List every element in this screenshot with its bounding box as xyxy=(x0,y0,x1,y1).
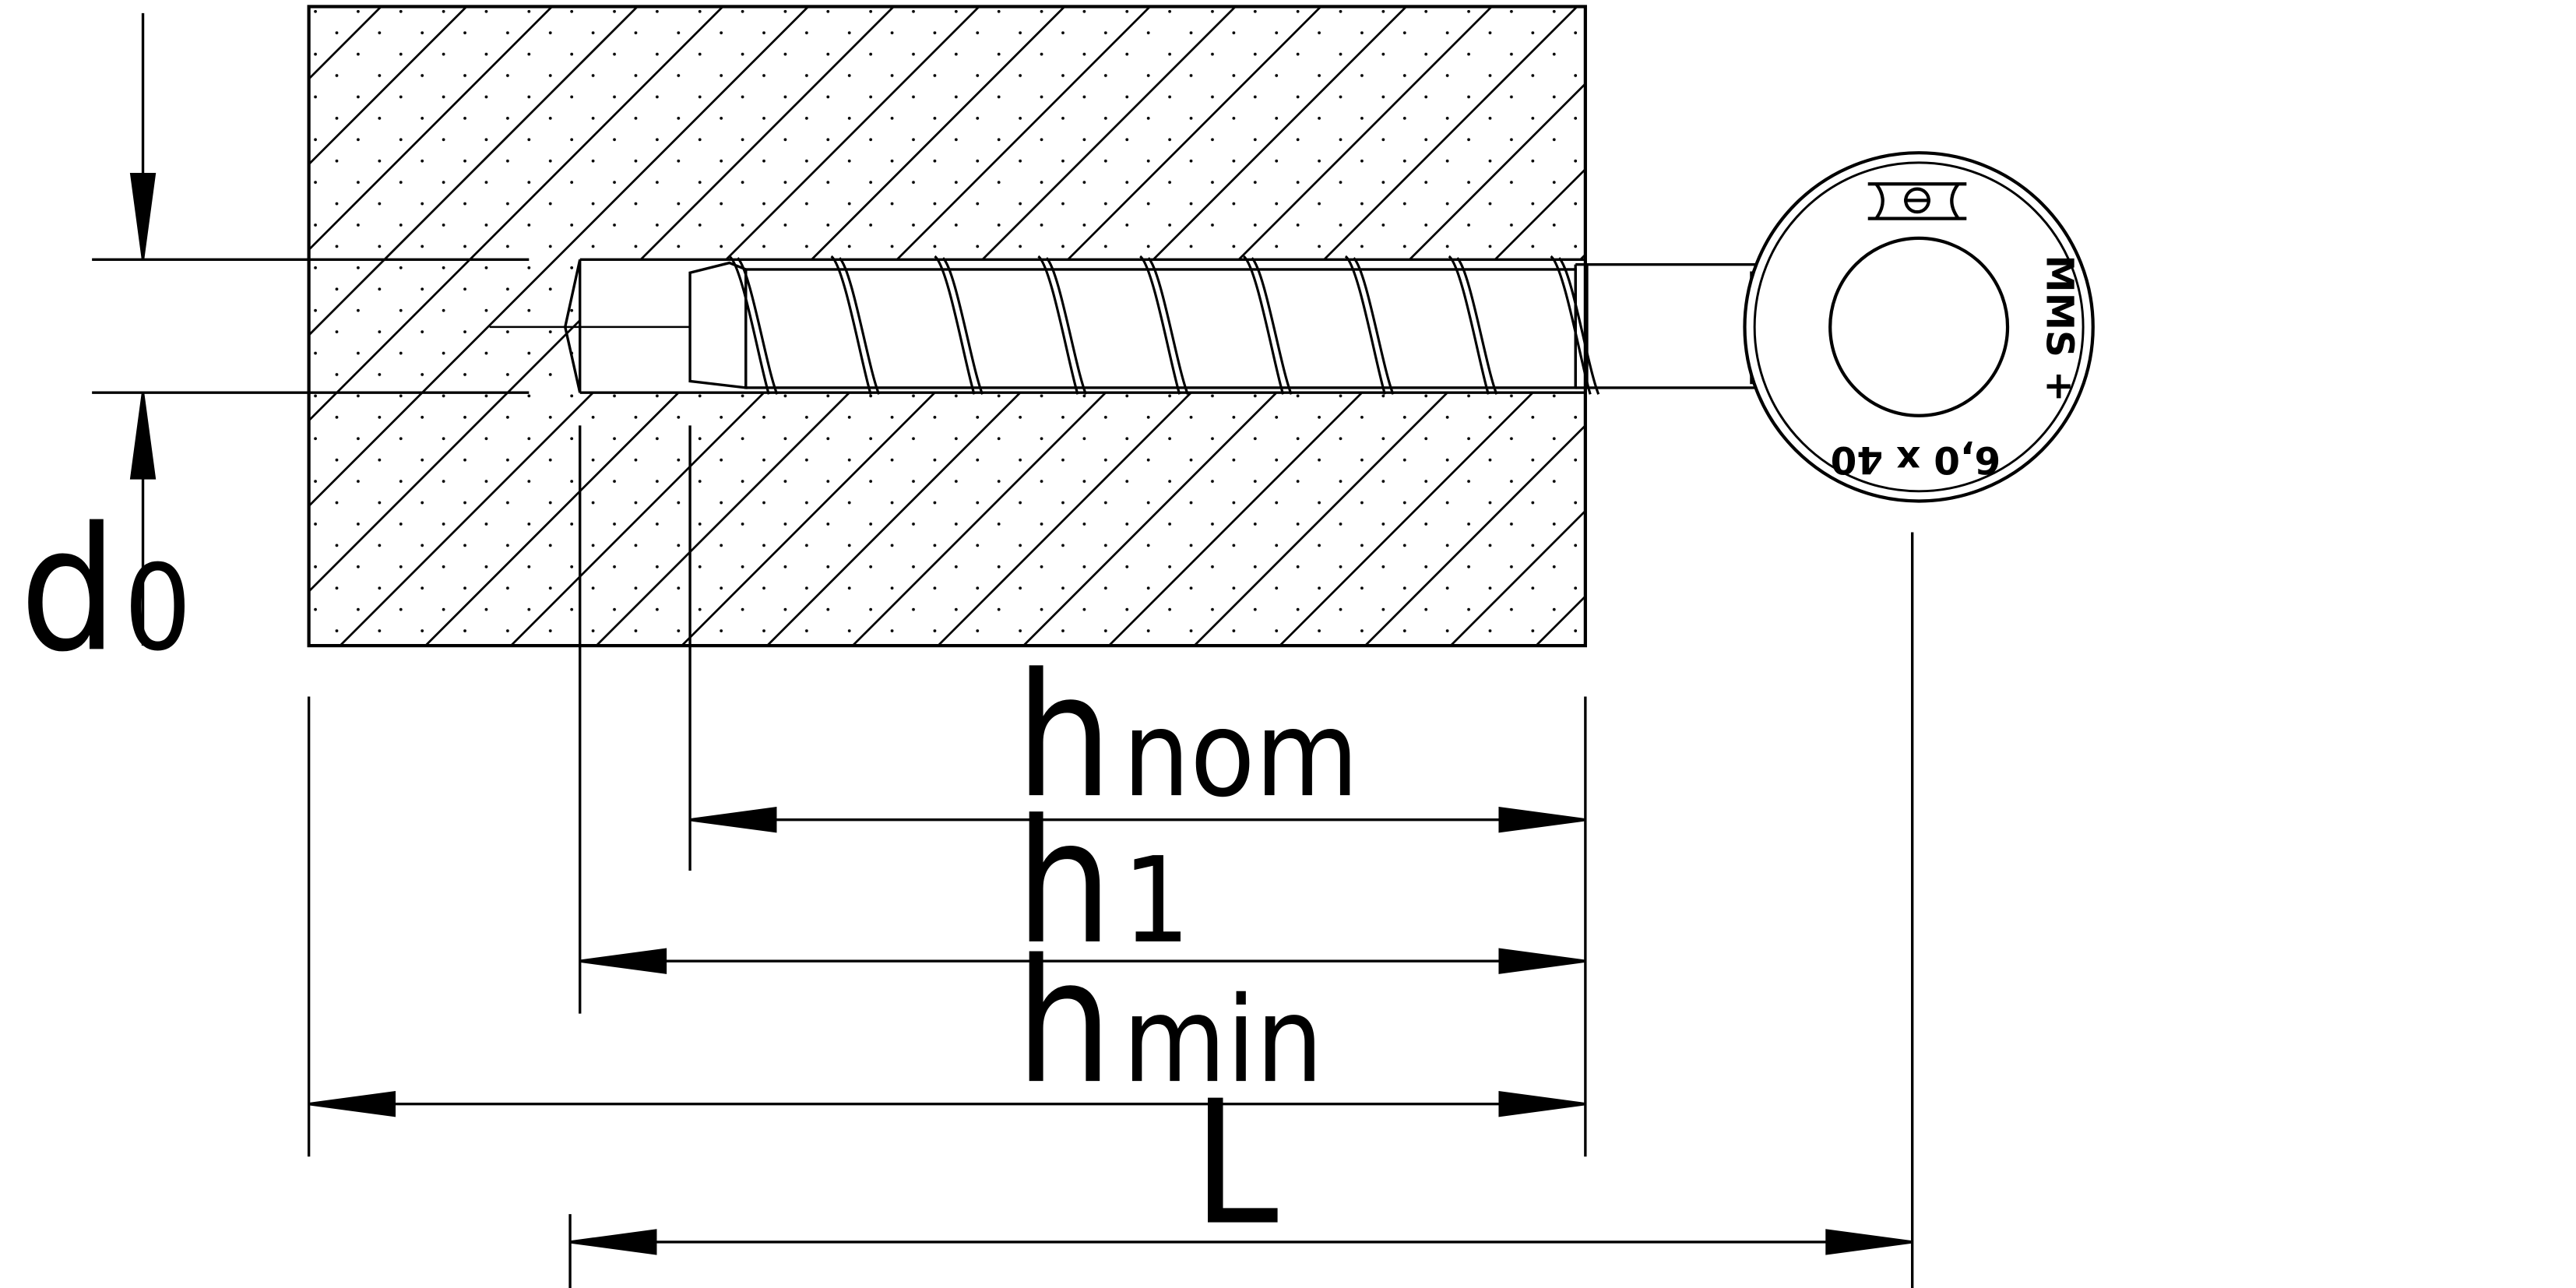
hatch-line xyxy=(308,6,725,423)
hatch-line xyxy=(1448,509,1585,646)
screw-thread xyxy=(830,255,881,395)
hatch-line xyxy=(1278,338,1585,646)
hatch-line xyxy=(308,6,639,337)
dimension-hnom xyxy=(689,807,1586,833)
dimension-d0 xyxy=(129,12,157,646)
head-stamp-size: 6,0 x 40 xyxy=(1831,438,2001,481)
dimension-h1 xyxy=(579,948,1586,974)
manufacturer-symbol-icon xyxy=(1867,182,1967,220)
hatch-line xyxy=(308,6,469,166)
label-L: L xyxy=(1193,1064,1279,1263)
screw-thread xyxy=(728,255,779,395)
hatch-line xyxy=(1364,424,1585,646)
head-hole xyxy=(1828,236,2010,417)
screw-thread xyxy=(1138,255,1189,395)
screw-thread xyxy=(934,255,984,395)
screw-thread xyxy=(1344,255,1395,395)
screw-thread xyxy=(1242,255,1293,395)
screw-thread xyxy=(1448,255,1498,395)
screw-thread xyxy=(1037,255,1087,395)
dimension-L xyxy=(569,1229,1913,1255)
hatch-line xyxy=(308,6,896,593)
anchor-head: MMS + 6,0 x 40 xyxy=(1743,151,2095,503)
hatch-line xyxy=(308,6,810,508)
extension-lines xyxy=(307,425,1914,1288)
hatch-line xyxy=(308,6,554,252)
dimension-hmin xyxy=(308,1091,1586,1117)
head-stamp-brand: MMS + xyxy=(2038,255,2082,402)
screw-anchor xyxy=(564,255,1789,395)
